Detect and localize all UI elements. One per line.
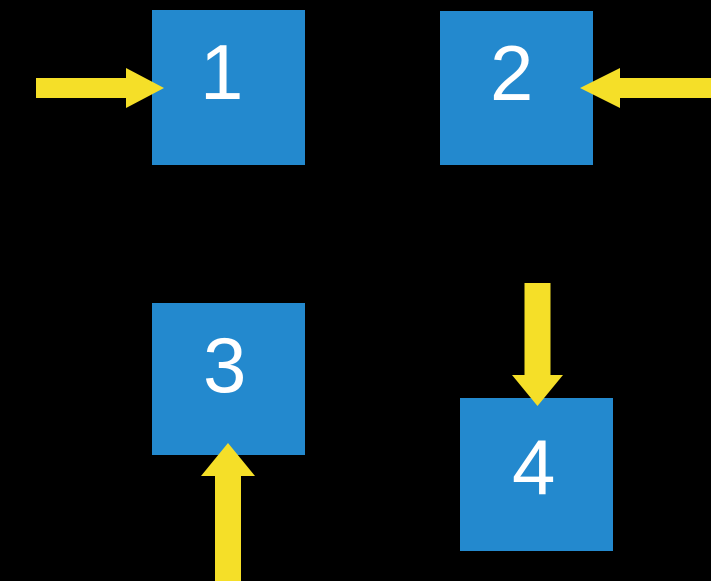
node-box-1[interactable] — [152, 10, 305, 165]
arrow-left-into-node-2 — [580, 68, 711, 108]
arrow-down-into-node-4 — [512, 283, 563, 406]
arrow-down-icon — [512, 283, 563, 406]
node-label-3: 3 — [203, 321, 247, 409]
node-box-2[interactable] — [440, 11, 593, 165]
node-label-1: 1 — [200, 28, 244, 116]
arrow-right-into-node-1 — [36, 68, 164, 108]
arrow-up-icon — [201, 443, 255, 581]
node-label-4: 4 — [512, 423, 556, 511]
node-box-4[interactable] — [460, 398, 613, 551]
arrow-up-into-node-3 — [201, 443, 255, 581]
arrow-left-icon — [580, 68, 711, 108]
node-label-2: 2 — [490, 29, 534, 117]
arrow-right-icon — [36, 68, 164, 108]
node-box-3[interactable] — [152, 303, 305, 455]
